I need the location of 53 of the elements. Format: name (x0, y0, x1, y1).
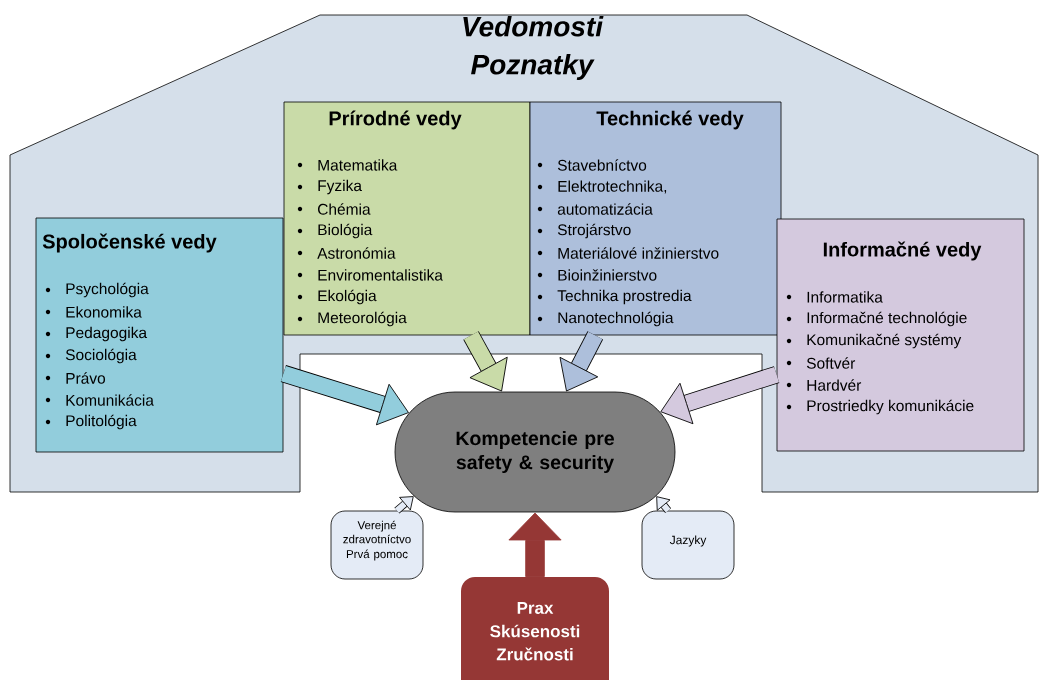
box-heading: Technické vedy (596, 110, 744, 130)
note-text: Jazyky (669, 535, 707, 547)
block-arrow (508, 512, 562, 577)
list-item: Strojárstvo (537, 223, 631, 239)
list-item: Enviromentalistika (297, 269, 443, 281)
category-box (776, 218, 1025, 452)
note-box (330, 510, 424, 580)
list-item: Elektrotechnika, (537, 180, 667, 194)
list-item: Matematika (297, 159, 398, 171)
block-arrow (280, 365, 409, 426)
note-text: Verejné zdravotníctvo (343, 520, 411, 544)
block-arrow (394, 496, 414, 514)
list-item: Informačné technológie (786, 311, 967, 327)
block-arrow (463, 331, 508, 392)
list-item: Pedagogika (45, 326, 148, 342)
box-label: Zručnosti (496, 647, 573, 661)
list-item: Fyzika (297, 179, 362, 195)
box-heading: Prírodné vedy (329, 110, 462, 130)
category-box (529, 101, 782, 336)
list-item: Informatika (786, 291, 883, 303)
list-item: Materiálové inžinierstvo (537, 247, 719, 259)
list-item: Politológia (45, 414, 137, 430)
box-heading: Informačné vedy (823, 241, 982, 261)
box-heading: Spoločenské vedy (42, 233, 217, 253)
box-label: Prax (517, 602, 554, 614)
block-arrow (656, 496, 672, 514)
list-item: Technika prostredia (537, 289, 692, 305)
list-item: Komunikačné systémy (786, 333, 962, 349)
block-arrow (660, 366, 780, 425)
list-item: Softvér (786, 357, 856, 369)
list-item: Psychológia (45, 282, 149, 298)
practice-box (461, 577, 609, 680)
list-item: Prostriedky komunikácie (786, 399, 974, 415)
list-item: Ekonomika (45, 306, 142, 318)
block-arrow (559, 331, 604, 392)
note-text: Prvá pomoc (346, 549, 408, 561)
list-item: Ekológia (297, 289, 377, 305)
list-item: Právo (45, 372, 106, 384)
list-item: automatizácia (537, 203, 653, 215)
note-box (641, 510, 735, 580)
list-item: Hardvér (786, 379, 862, 391)
box-label: Skúsenosti (490, 624, 580, 638)
list-item: Stavebníctvo (537, 159, 647, 171)
list-item: Astronómia (297, 247, 396, 259)
category-box (35, 217, 284, 453)
list-item: Chémia (297, 203, 371, 215)
list-item: Nanotechnológia (537, 311, 674, 327)
list-item: Bioinžinierstvo (537, 269, 657, 281)
list-item: Komunikácia (45, 394, 154, 406)
list-item: Meteorológia (297, 311, 407, 327)
list-item: Biológia (297, 223, 373, 239)
list-item: Sociológia (45, 348, 137, 364)
category-box (283, 101, 531, 336)
